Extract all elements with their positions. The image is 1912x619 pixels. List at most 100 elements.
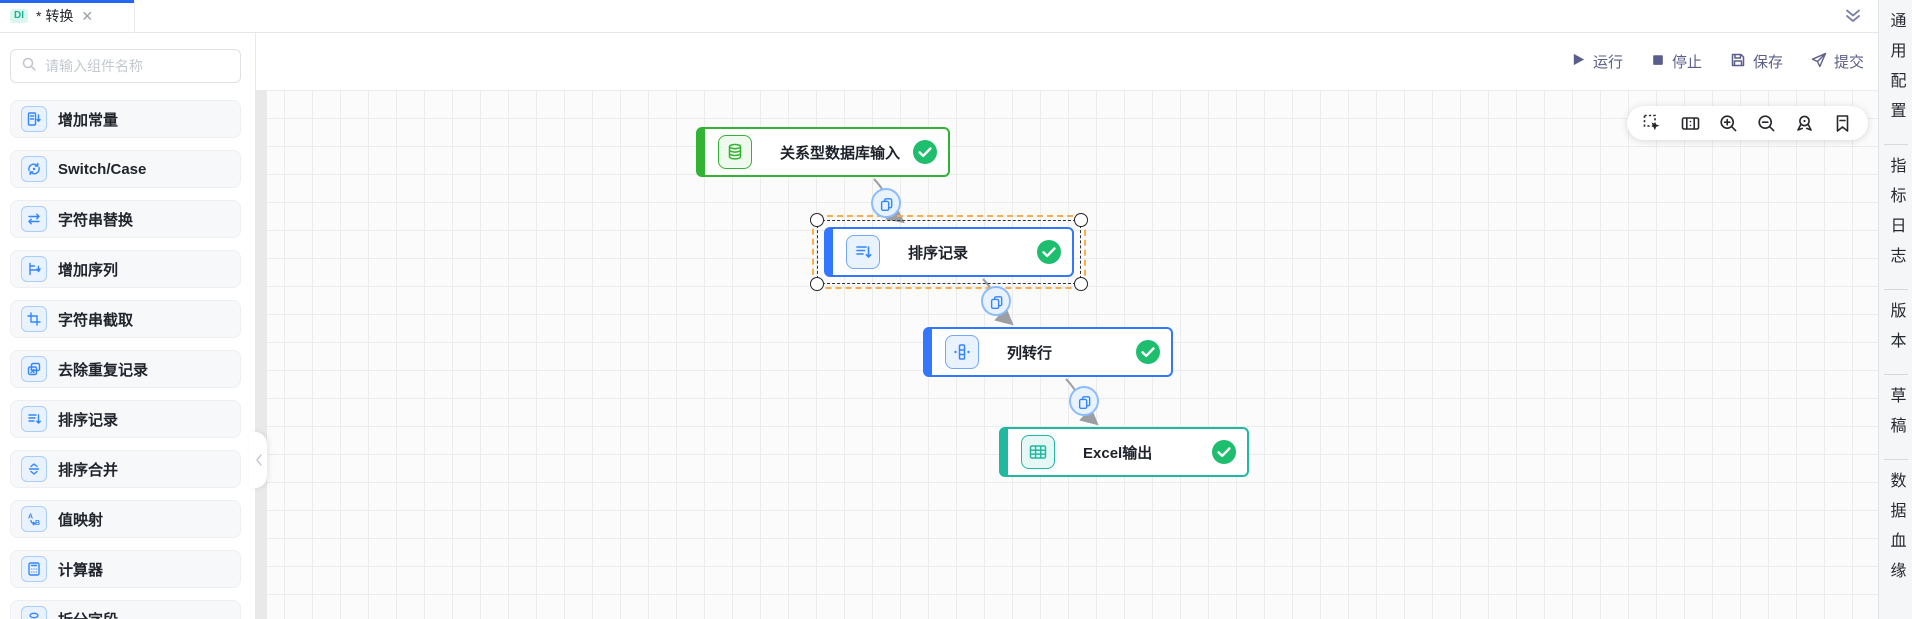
add-sequence-icon (21, 256, 47, 282)
paper-plane-icon (1811, 52, 1827, 72)
panel-tab-versions[interactable]: 版本 (1887, 302, 1905, 362)
node-column-to-row[interactable]: 列转行 (923, 327, 1173, 377)
tab-transform[interactable]: DI * 转换 ✕ (0, 0, 135, 33)
main-area: 运行 停止 保存 提交 (256, 33, 1878, 619)
component-palette: 增加常量 Switch/Case 字符串替换 增加序列 字符串截取 去除重复记录 (0, 33, 256, 619)
node-sort-records[interactable]: 排序记录 (824, 227, 1074, 277)
run-label: 运行 (1592, 54, 1623, 71)
split-fields-icon (21, 606, 47, 619)
sidebar-item-label: 计算器 (58, 561, 104, 579)
sidebar-item-label: Switch/Case (58, 160, 147, 178)
sidebar-collapse-handle[interactable] (250, 432, 267, 488)
flow-action-toolbar: 运行 停止 保存 提交 (256, 33, 1878, 90)
column-to-row-icon (945, 335, 979, 369)
play-icon (1571, 52, 1586, 71)
run-button[interactable]: 运行 (1571, 51, 1623, 72)
copy-icon[interactable] (1069, 386, 1099, 416)
svg-text:A: A (28, 514, 33, 521)
selection-outline (817, 220, 1081, 284)
stop-label: 停止 (1671, 54, 1702, 71)
minimap-icon[interactable] (1680, 113, 1701, 134)
zoom-in-icon[interactable] (1718, 113, 1739, 134)
node-excel-output[interactable]: Excel输出 (999, 427, 1249, 477)
sidebar-item-label: 排序记录 (58, 411, 119, 429)
save-button[interactable]: 保存 (1730, 51, 1783, 72)
canvas-scrollbar-track[interactable] (256, 90, 267, 619)
database-icon (718, 135, 752, 169)
sidebar-item-sorted-merge[interactable]: 排序合并 (10, 450, 241, 488)
save-icon (1730, 52, 1746, 72)
sidebar-item-label: 字符串替换 (58, 211, 134, 229)
svg-text:B: B (35, 520, 40, 527)
tab-title: * 转换 (36, 8, 74, 24)
sorted-merge-icon (21, 456, 47, 482)
panel-divider (1883, 144, 1908, 145)
right-panel: 通用配置 指标日志 版本 草稿 数据血缘 (1878, 0, 1912, 619)
sidebar-item-label: 去除重复记录 (58, 361, 149, 379)
copy-icon[interactable] (871, 188, 901, 218)
node-label: 列转行 (1007, 344, 1053, 362)
calculator-icon (21, 556, 47, 582)
panel-tab-data-lineage[interactable]: 数据血缘 (1887, 472, 1905, 592)
sidebar-item-switch-case[interactable]: Switch/Case (10, 150, 241, 188)
resize-handle-se[interactable] (1074, 277, 1088, 291)
sidebar-item-label: 增加序列 (58, 261, 119, 279)
panel-divider (1883, 374, 1908, 375)
add-constant-icon (21, 106, 47, 132)
sidebar-item-calculator[interactable]: 计算器 (10, 550, 241, 588)
close-icon[interactable]: ✕ (81, 8, 94, 24)
component-search[interactable] (10, 49, 241, 83)
string-truncate-icon (21, 306, 47, 332)
success-check-icon (1136, 340, 1160, 364)
sidebar-item-sort-records[interactable]: 排序记录 (10, 400, 241, 438)
canvas-tools (1627, 106, 1868, 140)
save-label: 保存 (1752, 54, 1783, 71)
panel-tab-draft[interactable]: 草稿 (1887, 387, 1905, 447)
component-list: 增加常量 Switch/Case 字符串替换 增加序列 字符串截取 去除重复记录 (0, 100, 255, 619)
sidebar-item-add-sequence[interactable]: 增加序列 (10, 250, 241, 288)
locate-icon[interactable] (1794, 113, 1815, 134)
active-tab-indicator (0, 0, 134, 3)
stop-button[interactable]: 停止 (1651, 51, 1702, 72)
resize-handle-sw[interactable] (810, 277, 824, 291)
sidebar-item-split-fields[interactable]: 拆分字段 (10, 600, 241, 619)
panel-divider (1883, 289, 1908, 290)
excel-table-icon (1021, 435, 1055, 469)
zoom-out-icon[interactable] (1756, 113, 1777, 134)
search-icon (21, 56, 37, 77)
sidebar-item-label: 拆分字段 (58, 609, 118, 619)
marquee-select-icon[interactable] (1642, 113, 1663, 134)
sidebar-item-label: 增加常量 (58, 111, 119, 129)
panel-tab-metric-logs[interactable]: 指标日志 (1887, 157, 1905, 277)
sidebar-item-label: 值映射 (58, 511, 104, 529)
resize-handle-ne[interactable] (1074, 213, 1088, 227)
panel-tab-general-config[interactable]: 通用配置 (1887, 12, 1905, 132)
sidebar-item-label: 字符串截取 (58, 311, 134, 329)
stop-icon (1651, 53, 1665, 71)
sidebar-item-string-replace[interactable]: 字符串替换 (10, 200, 241, 238)
submit-label: 提交 (1833, 54, 1864, 71)
submit-button[interactable]: 提交 (1811, 51, 1864, 72)
remove-duplicates-icon (21, 356, 47, 382)
switch-case-icon (21, 156, 47, 182)
flow-canvas[interactable]: 关系型数据库输入 排序记录 列转行 (256, 90, 1878, 619)
resize-handle-nw[interactable] (810, 213, 824, 227)
node-relational-db-input[interactable]: 关系型数据库输入 (696, 127, 950, 177)
string-replace-icon (21, 206, 47, 232)
sidebar-item-remove-duplicates[interactable]: 去除重复记录 (10, 350, 241, 388)
selection-marquee (812, 215, 1086, 289)
node-label: 关系型数据库输入 (780, 144, 901, 162)
panel-divider (1883, 459, 1908, 460)
sort-records-icon (21, 406, 47, 432)
copy-icon[interactable] (981, 286, 1011, 316)
double-chevron-down-icon[interactable] (1842, 5, 1864, 27)
sidebar-item-add-constant[interactable]: 增加常量 (10, 100, 241, 138)
sidebar-item-string-truncate[interactable]: 字符串截取 (10, 300, 241, 338)
search-input[interactable] (45, 58, 230, 74)
sort-records-icon (846, 235, 880, 269)
success-check-icon (913, 140, 937, 164)
bookmark-icon[interactable] (1832, 113, 1853, 134)
